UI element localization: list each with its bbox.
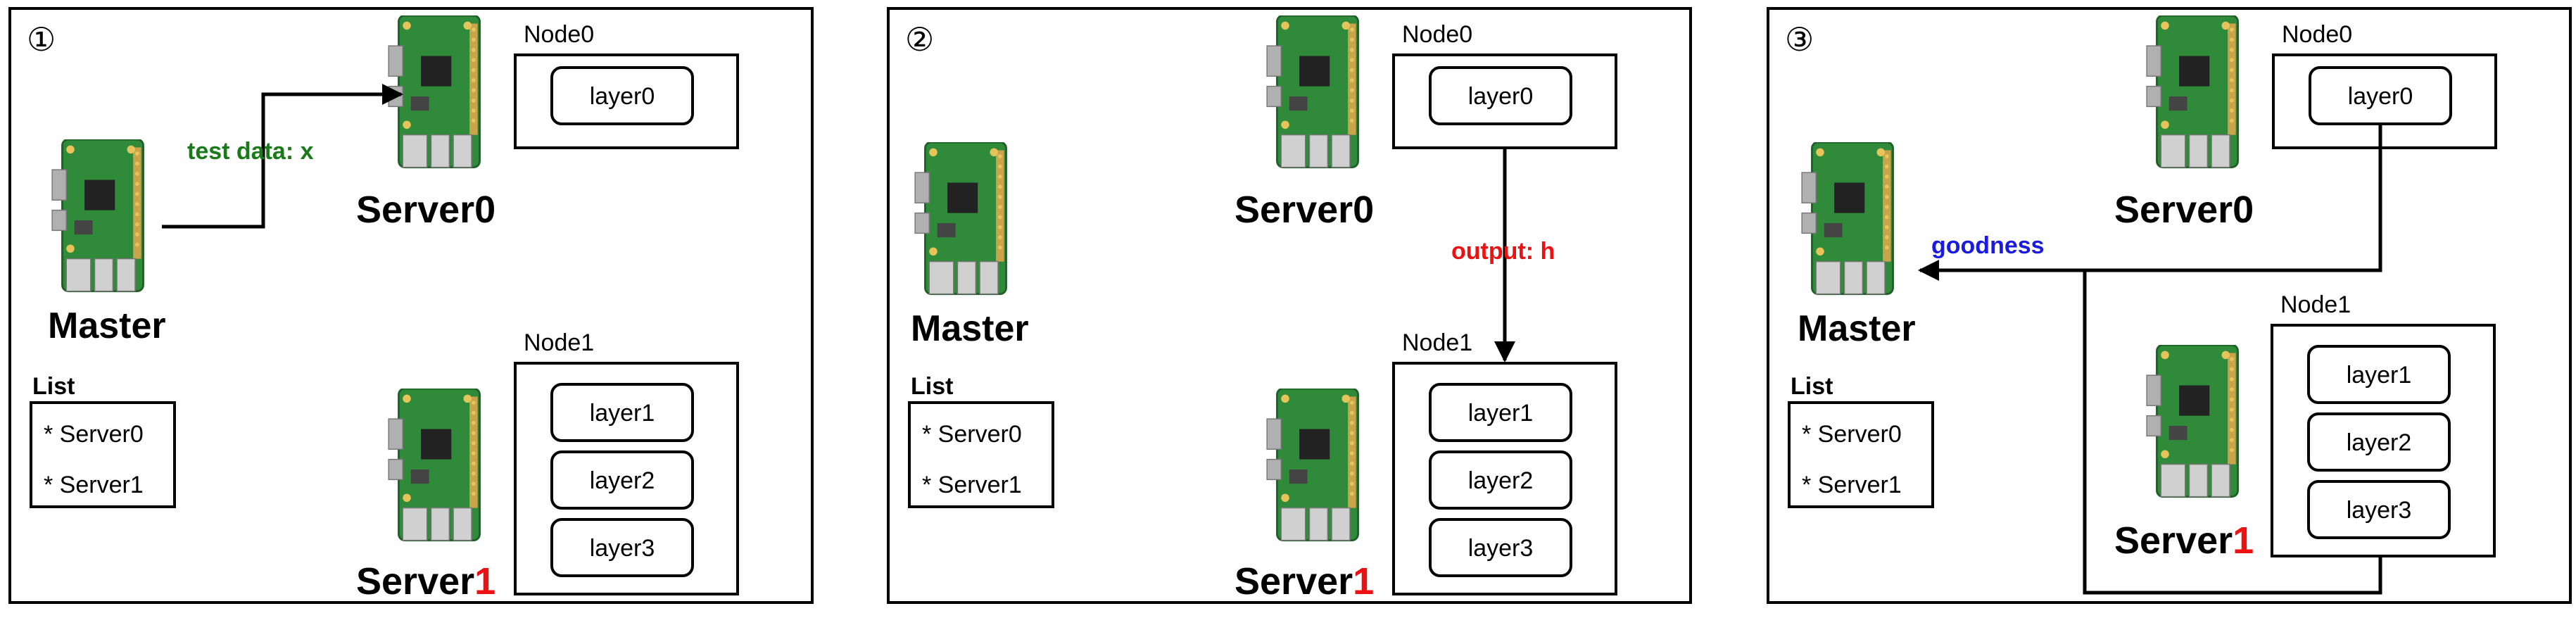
- master-label: Master: [1798, 308, 1916, 349]
- layer-box: [2307, 412, 2451, 472]
- flow-arrow: [1918, 124, 2382, 281]
- panel-frame: [8, 7, 814, 604]
- arrow-label: goodness: [1931, 232, 2045, 259]
- panel-frame: [1767, 7, 2572, 604]
- list-title: List: [911, 373, 953, 400]
- server0-board-icon: [2145, 15, 2240, 169]
- list-item: * Server1: [922, 472, 1022, 498]
- layer-label: layer2: [1468, 467, 1534, 494]
- server1-board-icon: [1265, 389, 1360, 542]
- flow-path: [2083, 270, 2382, 595]
- layer-label: layer3: [1468, 535, 1534, 562]
- layer-box: [2307, 480, 2451, 539]
- layer-label: layer3: [2347, 497, 2412, 524]
- step-label: ②: [905, 21, 934, 58]
- layer-box: [550, 518, 694, 577]
- list-item: * Server0: [44, 421, 144, 448]
- step-label: ③: [1785, 21, 1814, 58]
- node1-label: Node1: [524, 329, 594, 356]
- layer-box: [550, 383, 694, 442]
- list-title: List: [1791, 373, 1833, 400]
- step-label: ①: [27, 21, 56, 58]
- layer-label: layer1: [590, 400, 655, 427]
- layer-box: [550, 450, 694, 510]
- list-title: List: [32, 373, 75, 400]
- node0-label: Node0: [2282, 21, 2352, 48]
- layer-label: layer0: [590, 83, 655, 110]
- arrow-label: test data: x: [187, 138, 314, 165]
- master-board-icon: [914, 142, 1008, 296]
- master-label: Master: [48, 305, 166, 346]
- server0-board-icon: [1265, 15, 1360, 169]
- panel-frame: [887, 7, 1692, 604]
- list-item: * Server1: [1802, 472, 1902, 498]
- server1-label: Server1: [356, 560, 495, 603]
- server0-board-icon: [387, 15, 481, 169]
- layer-label: layer1: [1468, 400, 1534, 427]
- server1-board-icon: [387, 389, 481, 542]
- master-board-icon: [1800, 142, 1895, 296]
- server0-label: Server0: [2114, 189, 2254, 231]
- server1-board-icon: [2145, 345, 2240, 498]
- layer-label: layer2: [590, 467, 655, 494]
- layer-label: layer0: [1468, 83, 1534, 110]
- layer-box: [1429, 383, 1572, 442]
- master-label: Master: [911, 308, 1029, 349]
- node0-label: Node0: [1402, 21, 1472, 48]
- layer-box: [1429, 450, 1572, 510]
- node1-label: Node1: [1402, 329, 1472, 356]
- server0-label: Server0: [1235, 189, 1374, 231]
- server1-label: Server1: [1235, 560, 1374, 603]
- list-box: [908, 401, 1054, 508]
- layer-label: layer3: [590, 535, 655, 562]
- arrow-label: output: h: [1451, 238, 1555, 265]
- node0-label: Node0: [524, 21, 594, 48]
- layer-label: layer0: [2348, 83, 2413, 110]
- list-item: * Server1: [44, 472, 144, 498]
- layer-label: layer1: [2347, 362, 2412, 389]
- server0-label: Server0: [356, 189, 495, 231]
- layer-box: [2307, 345, 2451, 404]
- list-item: * Server0: [922, 421, 1022, 448]
- layer-box: [1429, 518, 1572, 577]
- layer-box: [1429, 66, 1572, 125]
- layer-box: [550, 66, 694, 125]
- list-box: [30, 401, 176, 508]
- server1-label: Server1: [2114, 519, 2254, 562]
- list-item: * Server0: [1802, 421, 1902, 448]
- master-board-icon: [51, 139, 145, 293]
- flow-arrow: [162, 84, 403, 229]
- node1-label: Node1: [2280, 291, 2351, 318]
- layer-label: layer2: [2347, 429, 2412, 456]
- list-box: [1788, 401, 1934, 508]
